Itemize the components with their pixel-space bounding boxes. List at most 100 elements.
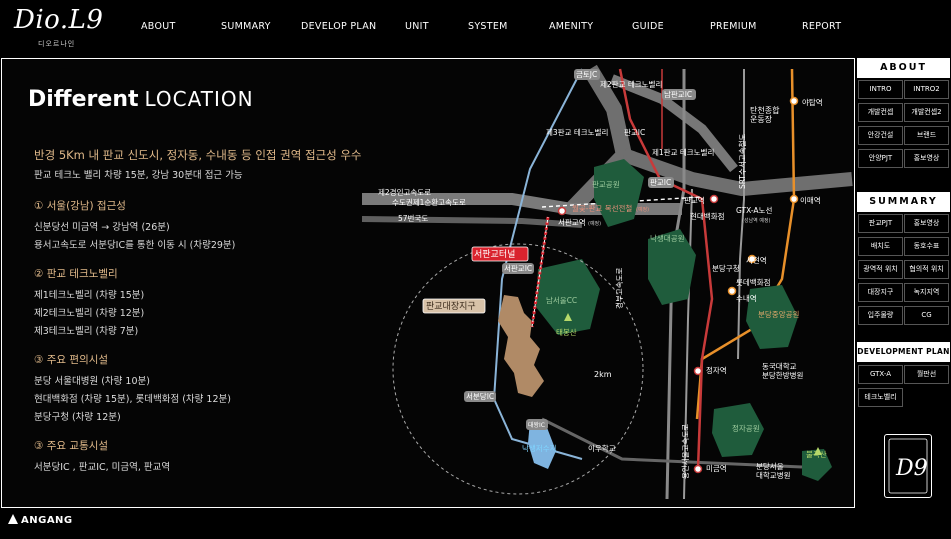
label-nampangyo-ic: 남판교IC [664,90,692,99]
nav-summary[interactable]: SUMMARY [221,21,271,32]
sidebar-btn-gtx-a[interactable]: GTX-A [858,365,903,384]
nav-premium[interactable]: PREMIUM [710,21,757,32]
label-gtx-a-note: (성남역 예정) [742,217,771,224]
label-pangyo-ic-top: 판교IC [624,128,645,137]
label-distance: 2km [594,370,612,379]
section-item: 분당 서울대병원 (차량 10분) [34,376,150,387]
logo-wordmark: Dio.L9 [14,5,104,35]
sidebar-btn-cg[interactable]: CG [904,306,949,325]
sidebar-btn-daejang[interactable]: 대장지구 [858,283,903,302]
label-namseoul-cc: 남서울CC [546,296,577,305]
sidebar-btn-pangyo-pjt[interactable]: 판교PJT [858,214,903,233]
label-tv1: 제1판교 테크노벨리 [652,148,714,157]
section-title-technovalley: ② 판교 테크노벨리 [34,268,118,280]
map-highway-gyeongbu [665,69,686,500]
section-item: 서분당IC , 판교IC, 미금역, 판교역 [34,462,171,473]
title-normal: LOCATION [144,87,254,111]
station-marker [789,194,799,204]
intro-lead: 반경 5Km 내 판교 신도시, 정자동, 수내동 등 인접 권역 접근성 우수 [34,148,362,162]
station-marker [709,194,719,204]
brand-logo[interactable]: Dio.L9 디오르나인 [14,6,114,50]
title-bold: Different [28,87,139,112]
label-geumto-ic: 금토JC [576,70,597,79]
label-tv2: 제2판교 테크노벨리 [600,80,662,89]
sidebar-btn-wide-location[interactable]: 광역적 위치 [858,260,903,279]
nav-amenity[interactable]: AMENITY [549,21,594,32]
map-reservoir [528,421,556,469]
sidebar-btn-video[interactable]: 홍보영상 [904,149,949,168]
label-seopangyo-stn: 서판교역 [558,217,586,227]
badge-text: D9 [895,456,928,481]
sidebar-title-about: ABOUT [857,58,950,78]
location-map: 금토JC 제2판교 테크노벨리 남판교IC 제3판교 테크노벨리 판교IC 제1… [362,64,853,500]
map-line-blue [492,68,583,460]
map-radius-circle [392,243,644,495]
sidebar-btn-supply[interactable]: 입주물량 [858,306,903,325]
label-pangyo-park: 판교공원 [592,180,620,189]
sidebar-btn-concept2[interactable]: 개발컨셉2 [904,103,949,122]
map-park-namseoul [536,259,600,335]
sidebar-btn-angang[interactable]: 안강건설 [858,126,903,145]
label-daewang-ic: 대왕IC [528,421,545,429]
sidebar-btn-brand[interactable]: 브랜드 [904,126,949,145]
sidebar-btn-siteplan[interactable]: 배치도 [858,237,903,256]
label-seopangyo-tunnel: 서판교터널 [474,249,515,260]
label-hyundai: 현대백화점 [690,211,725,221]
sidebar-btn-wolpan[interactable]: 월판선 [904,365,949,384]
map-park-pangyo [594,159,644,227]
label-bundang-office: 분당구청 [712,263,740,273]
map-road-band [362,216,583,228]
label-bundang-central-park: 분당중앙공원 [758,309,799,319]
nav-report[interactable]: REPORT [802,21,842,32]
mountain-icon [814,447,822,455]
label-tv3: 제3판교 테크노벨리 [546,128,608,137]
sidebar-btn-technovalley[interactable]: 테크노벨리 [858,388,903,407]
label-imae: 이매역 [800,195,821,205]
section-title-amenities: ③ 주요 편의시설 [34,354,109,366]
label-wolgot-note: (예정) [636,206,649,213]
label-ring2: 제2경인고속도로 [378,187,431,197]
d9-badge[interactable]: D9 [884,434,932,498]
intro-sub: 판교 테크노 밸리 차량 15분, 강남 30분대 접근 가능 [34,170,243,181]
label-lotte: 롯데백화점 [736,277,771,287]
map-highway-yongseo [683,188,693,500]
logo-subtitle: 디오르나인 [38,40,76,48]
nav-system[interactable]: SYSTEM [468,21,508,32]
sidebar-btn-intro[interactable]: INTRO [858,80,903,99]
sidebar-btn-anyang[interactable]: 안양PJT [858,149,903,168]
map-district-daejang [498,295,544,397]
sidebar-btn-intro2[interactable]: INTRO2 [904,80,949,99]
nav-about[interactable]: ABOUT [141,21,176,32]
label-migeum: 미금역 [706,463,727,473]
map-highway-srt [737,69,745,360]
sidebar-btn-summary-video[interactable]: 홍보영상 [904,214,949,233]
angang-logo-icon [8,514,18,524]
label-pangyo-ic: 판교IC [650,178,671,187]
map-road-band [610,74,738,173]
map-park-nakseng [648,229,696,305]
sidebar-btn-unit-table[interactable]: 동호수표 [904,237,949,256]
sidebar-btn-concept[interactable]: 개발컨셉 [858,103,903,122]
nav-develop-plan[interactable]: DEVELOP PLAN [301,21,377,32]
nav-guide[interactable]: GUIDE [632,21,664,32]
section-title-seoul: ① 서울(강남) 접근성 [34,200,126,212]
d9-monogram-icon: D9 [888,438,928,494]
label-nakseng-res: 낙생저수지 [522,443,557,453]
label-yatap: 야탑역 [802,97,823,107]
label-gyeongbu: 경부고속도로 [614,268,624,309]
top-navigation: Dio.L9 디오르나인 ABOUT SUMMARY DEVELOP PLAN … [0,0,951,56]
sidebar-btn-green-zone[interactable]: 녹지지역 [904,283,949,302]
station-marker [789,96,799,106]
map-park-jeongja [712,403,764,457]
map-park-central [746,285,798,349]
sidebar-btn-narrow-location[interactable]: 협의적 위치 [904,260,949,279]
label-srt: SRT수서고속철도 [737,133,747,189]
company-name: ANGANG [21,515,73,526]
label-jeongja: 정자역 [706,365,727,375]
nav-unit[interactable]: UNIT [405,21,429,32]
section-item: 신분당선 미금역 → 강남역 (26분) [34,222,170,233]
